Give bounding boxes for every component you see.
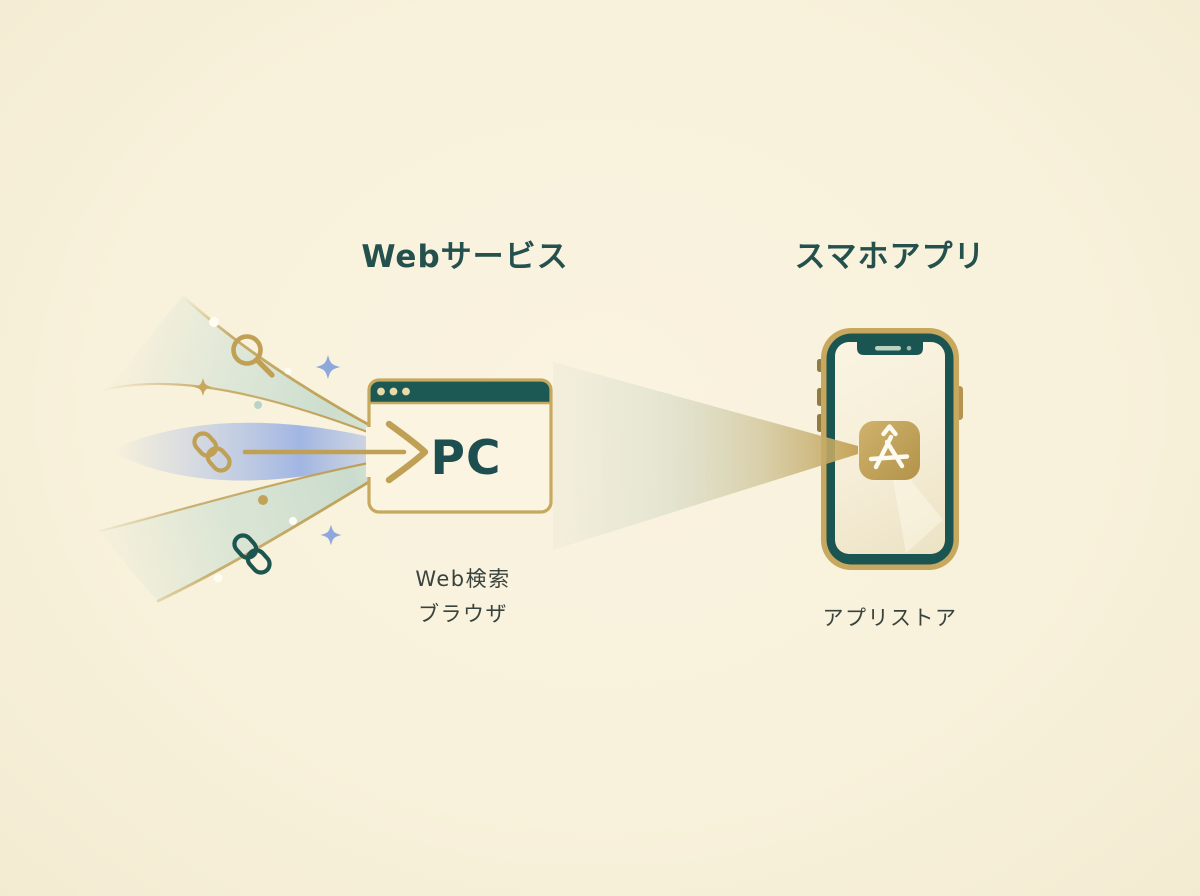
stream-bottom (100, 454, 416, 601)
app-store-caption: アプリストア (822, 606, 958, 630)
browser-title-bar (369, 380, 551, 403)
browser-traffic-dots (377, 387, 410, 396)
browser-caption: Web検索 ブラウザ (353, 562, 573, 632)
browser-caption-line1: Web検索 (415, 567, 511, 591)
browser-caption-line2: ブラウザ (418, 602, 508, 626)
funnel-beam (553, 362, 858, 550)
stream-top (104, 296, 418, 450)
browser-window-icon: PC (366, 378, 553, 514)
search-icon (231, 334, 275, 378)
arrow-right-icon (242, 420, 429, 484)
pc-label: PC (431, 431, 502, 486)
smartphone-app-title: スマホアプリ (794, 239, 986, 275)
app-store-glyph (868, 424, 910, 470)
chain-link-icon (232, 533, 272, 575)
app-store-icon (859, 421, 920, 480)
web-service-title: Webサービス (361, 239, 569, 275)
notch-speaker (875, 346, 901, 351)
notch-camera (906, 345, 912, 351)
accent-dots (209, 317, 297, 583)
link-icon (192, 431, 232, 473)
